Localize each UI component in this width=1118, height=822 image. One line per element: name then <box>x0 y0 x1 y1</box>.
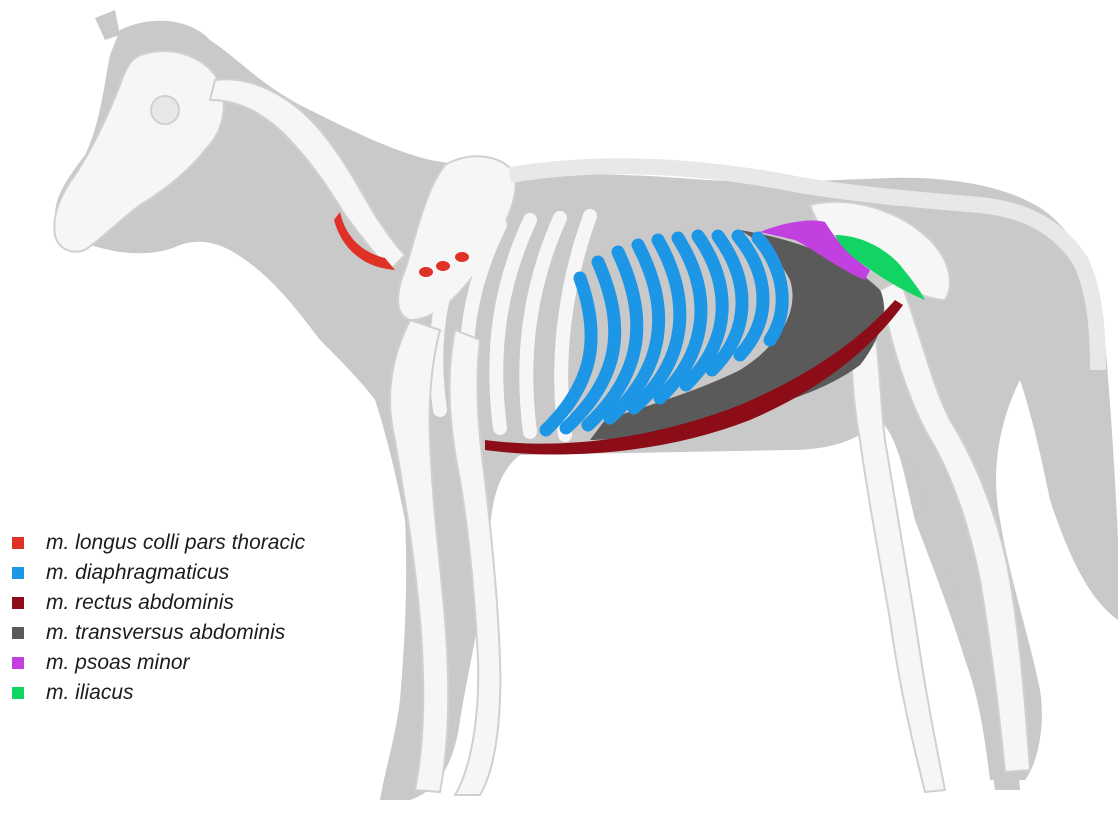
legend-swatch <box>12 657 24 669</box>
legend-swatch <box>12 537 24 549</box>
legend-swatch <box>12 687 24 699</box>
legend-item: m. diaphragmaticus <box>12 558 305 588</box>
legend-item: m. rectus abdominis <box>12 588 305 618</box>
legend-item: m. iliacus <box>12 678 305 708</box>
legend-swatch <box>12 567 24 579</box>
legend-label: m. diaphragmaticus <box>46 561 229 585</box>
legend-swatch <box>12 627 24 639</box>
legend-item: m. longus colli pars thoracic <box>12 528 305 558</box>
legend-label: m. transversus abdominis <box>46 621 285 645</box>
legend-label: m. longus colli pars thoracic <box>46 531 305 555</box>
legend-item: m. psoas minor <box>12 648 305 678</box>
legend-label: m. iliacus <box>46 681 134 705</box>
legend-swatch <box>12 597 24 609</box>
legend-label: m. rectus abdominis <box>46 591 234 615</box>
legend: m. longus colli pars thoracic m. diaphra… <box>12 528 305 708</box>
legend-label: m. psoas minor <box>46 651 190 675</box>
legend-item: m. transversus abdominis <box>12 618 305 648</box>
